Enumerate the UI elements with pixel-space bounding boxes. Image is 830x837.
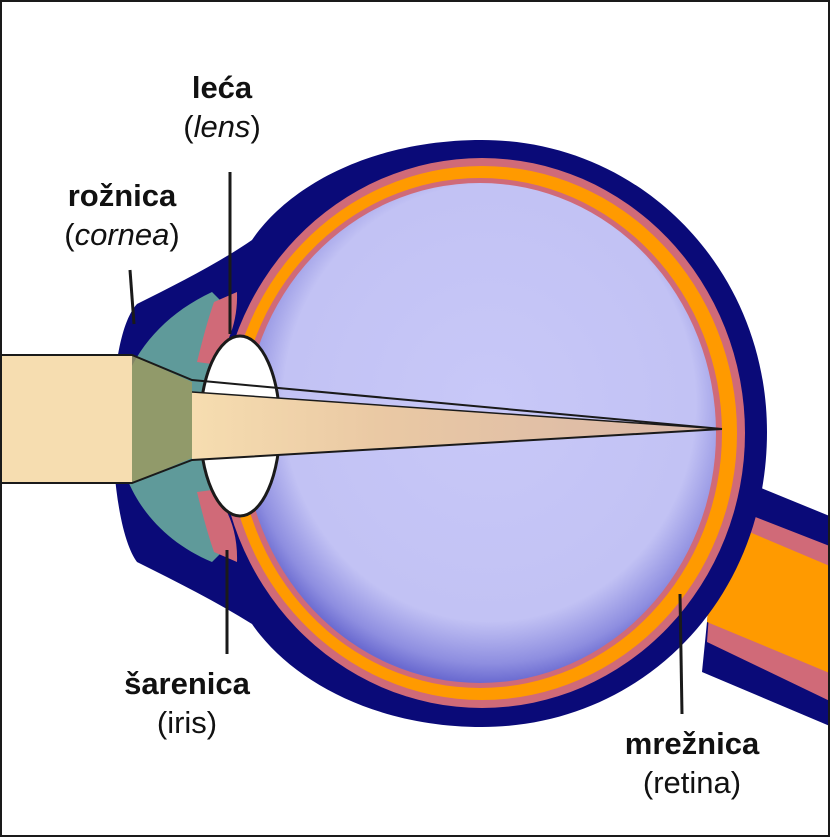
cornea-latin: cornea [75, 217, 170, 252]
lens-latin: lens [194, 109, 251, 144]
cornea-latin-wrapper: (cornea) [32, 219, 212, 250]
label-retina: mrežnica (retina) [592, 728, 792, 798]
retina-name: mrežnica [592, 728, 792, 759]
iris-latin-wrapper: (iris) [102, 707, 272, 738]
iris-name: šarenica [102, 668, 272, 699]
iris-latin: iris [167, 705, 207, 740]
retina-latin: retina [653, 765, 731, 800]
label-iris: šarenica (iris) [102, 668, 272, 738]
pointer-retina [680, 594, 682, 714]
retina-latin-wrapper: (retina) [592, 767, 792, 798]
incoming-light [2, 355, 132, 483]
lens-name: leća [152, 72, 292, 103]
label-lens: leća (lens) [152, 72, 292, 142]
cornea-name: rožnica [32, 180, 212, 211]
label-cornea: rožnica (cornea) [32, 180, 212, 250]
lens-latin-wrapper: (lens) [152, 111, 292, 142]
